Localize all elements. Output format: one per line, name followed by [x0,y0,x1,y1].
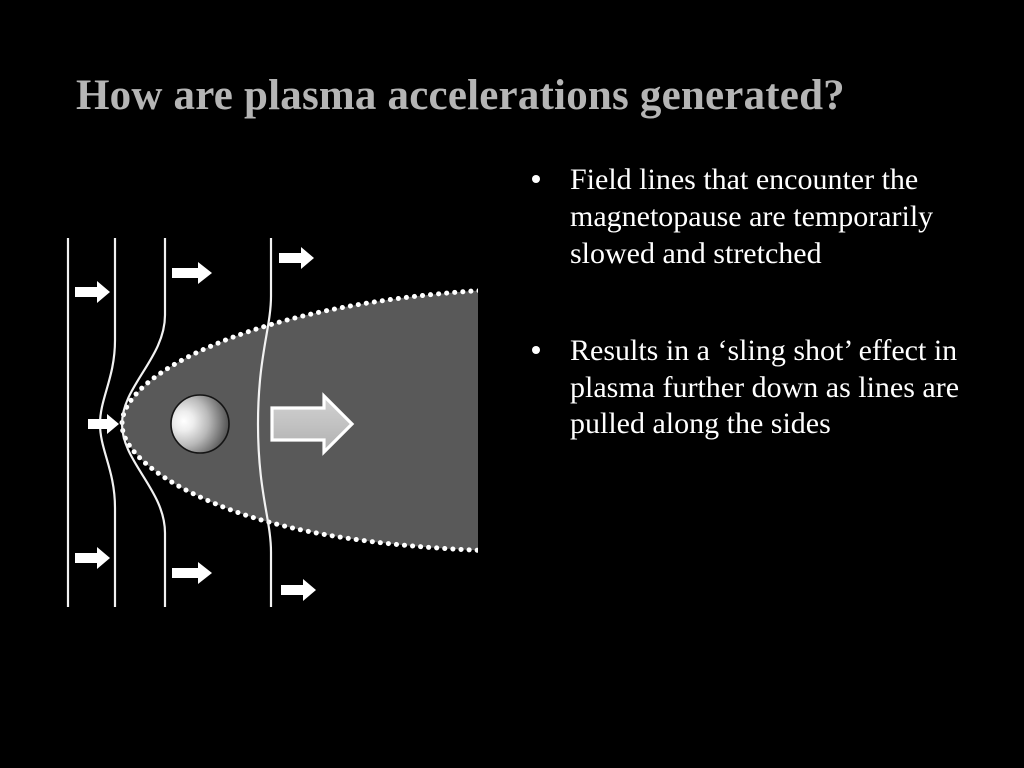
list-item: Field lines that encounter the magnetopa… [524,162,994,273]
bullet-dot-icon [532,345,540,354]
flow-arrow-lower-right-icon [281,579,316,601]
magnetosphere-region [122,288,478,552]
bullet-list: Field lines that encounter the magnetopa… [524,162,994,487]
big-arrow-icon [270,392,355,456]
flow-arrow-upper-left-icon [75,281,110,303]
small-flow-arrows-group [75,247,316,601]
flow-arrow-upper-right-icon [279,247,314,269]
magnetopause-boundary [122,288,560,552]
page-title: How are plasma accelerations generated? [76,71,845,119]
field-line-2-slightly-bent [98,238,117,607]
plasma-flow-arrow [270,392,355,456]
field-line-3-bent [120,238,167,607]
flow-arrow-lower-mid-icon [172,562,212,584]
big-arrow-label: plasma sling-shot flow arrow [0,0,1,1]
bullet-text: Field lines that encounter the magnetopa… [570,163,934,270]
magnetopause-boundary-label: magnetopause boundary (dotted) [0,0,1,1]
field-line-4-stretched [256,238,273,607]
list-item: Results in a ‘sling shot’ effect in plas… [524,333,994,444]
planet [170,394,230,454]
planet-sphere [170,394,230,454]
flow-arrow-upper-mid-icon [172,262,212,284]
planet-label: planet [0,0,1,1]
flow-arrow-lower-left-icon [75,547,110,569]
magnetosphere-region-label: magnetosphere region [0,0,1,1]
flow-arrow-nose-icon [88,414,119,434]
field-lines-group [66,238,273,607]
bullet-dot-icon [532,175,540,183]
bullet-text: Results in a ‘sling shot’ effect in plas… [570,333,960,441]
